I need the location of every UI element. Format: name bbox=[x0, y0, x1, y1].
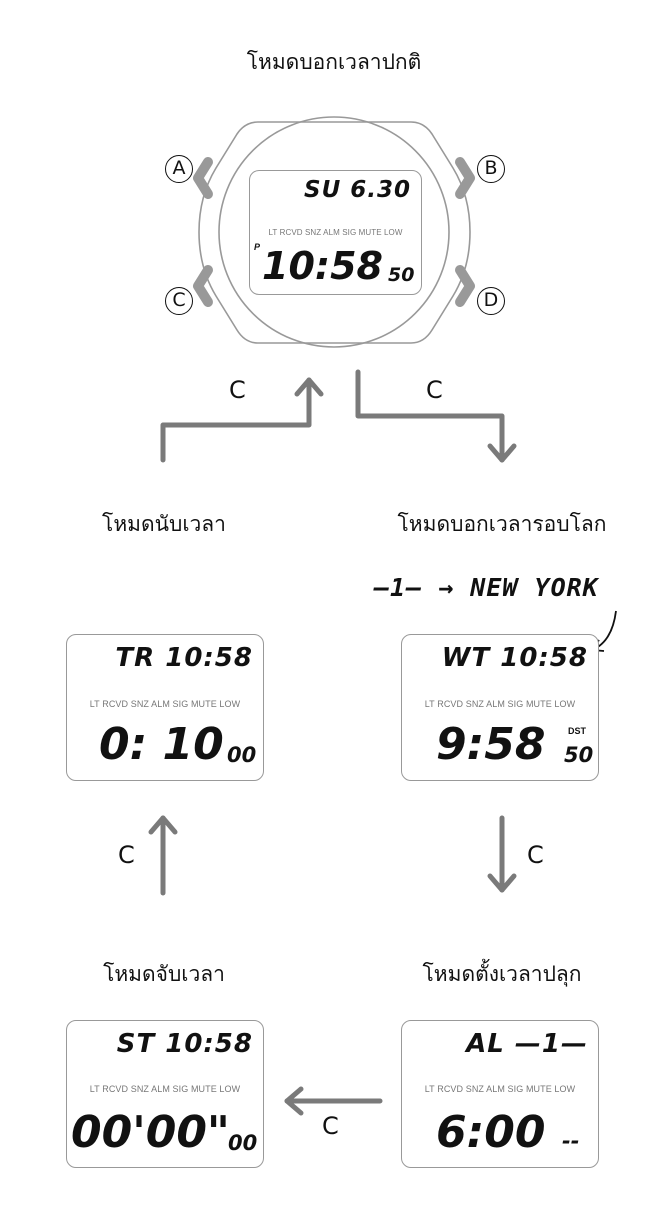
arrow-alarm-to-stopwatch bbox=[284, 1086, 383, 1116]
lcd-top-row: WT 10:58 bbox=[441, 643, 588, 673]
arrow-label-c: C bbox=[118, 841, 135, 869]
lcd-indicators: LT RCVD SNZ ALM SIG MUTE LOW bbox=[268, 228, 403, 237]
arrow-worldtime-to-alarm bbox=[487, 815, 517, 893]
lcd-indicators: LT RCVD SNZ ALM SIG MUTE LOW bbox=[89, 699, 241, 709]
lcd-indicators: LT RCVD SNZ ALM SIG MUTE LOW bbox=[424, 1084, 576, 1094]
side-button-d[interactable] bbox=[455, 265, 475, 307]
title-stopwatch: โหมดจับเวลา bbox=[103, 962, 225, 986]
lcd-top-row: AL —1— bbox=[466, 1029, 588, 1059]
lcd-seconds: 50 bbox=[564, 743, 594, 767]
lcd-main-time: 10:58 bbox=[262, 244, 383, 288]
lcd-seconds: 50 bbox=[388, 264, 415, 286]
lcd-stopwatch: ST 10:58 LT RCVD SNZ ALM SIG MUTE LOW 00… bbox=[66, 1020, 264, 1168]
button-b-label: B bbox=[477, 155, 505, 183]
button-d-label: D bbox=[477, 287, 505, 315]
arrow-label-c: C bbox=[527, 841, 544, 869]
lcd-indicators: LT RCVD SNZ ALM SIG MUTE LOW bbox=[89, 1084, 241, 1094]
lcd-main-time: 00'00" bbox=[71, 1107, 230, 1158]
arrow-label-c: C bbox=[322, 1112, 339, 1140]
title-world-time: โหมดบอกเวลารอบโลก bbox=[397, 512, 607, 536]
side-button-c[interactable] bbox=[193, 265, 213, 307]
lcd-alarm: AL —1— LT RCVD SNZ ALM SIG MUTE LOW 6:00… bbox=[401, 1020, 599, 1168]
arrow-stopwatch-to-timer bbox=[148, 815, 178, 896]
city-annotation: —1— → NEW YORK bbox=[374, 573, 599, 602]
lcd-hundredths: 00 bbox=[228, 1131, 258, 1155]
lcd-top-row: ST 10:58 bbox=[116, 1029, 253, 1059]
lcd-top-row: SU 6.30 bbox=[304, 177, 411, 203]
title-timer: โหมดนับเวลา bbox=[102, 512, 226, 536]
lcd-timer: TR 10:58 LT RCVD SNZ ALM SIG MUTE LOW 0:… bbox=[66, 634, 264, 781]
title-timekeeping: โหมดบอกเวลาปกติ bbox=[246, 50, 422, 74]
button-a-label: A bbox=[165, 155, 193, 183]
pm-indicator: P bbox=[254, 242, 261, 252]
lcd-top-row: TR 10:58 bbox=[115, 643, 253, 673]
arrow-timer-to-timekeeping bbox=[160, 377, 324, 463]
watch-bezel bbox=[218, 116, 450, 348]
lcd-main-time: 6:00 bbox=[436, 1107, 546, 1158]
lcd-seconds: -- bbox=[562, 1129, 580, 1153]
lcd-main-time: 0: 10 bbox=[99, 719, 224, 770]
lcd-timekeeping: SU 6.30 LT RCVD SNZ ALM SIG MUTE LOW P 1… bbox=[249, 170, 422, 295]
lcd-seconds: 00 bbox=[227, 743, 257, 767]
dst-indicator: DST bbox=[568, 726, 586, 736]
lcd-world-time: WT 10:58 LT RCVD SNZ ALM SIG MUTE LOW 9:… bbox=[401, 634, 599, 781]
lcd-indicators: LT RCVD SNZ ALM SIG MUTE LOW bbox=[424, 699, 576, 709]
arrow-label-c: C bbox=[229, 376, 246, 404]
side-button-a[interactable] bbox=[193, 157, 213, 199]
button-c-label: C bbox=[165, 287, 193, 315]
lcd-main-time: 9:58 bbox=[436, 719, 546, 770]
arrow-label-c: C bbox=[426, 376, 443, 404]
arrow-timekeeping-to-worldtime bbox=[355, 369, 517, 463]
title-alarm: โหมดตั้งเวลาปลุก bbox=[422, 962, 582, 986]
side-button-b[interactable] bbox=[455, 157, 475, 199]
